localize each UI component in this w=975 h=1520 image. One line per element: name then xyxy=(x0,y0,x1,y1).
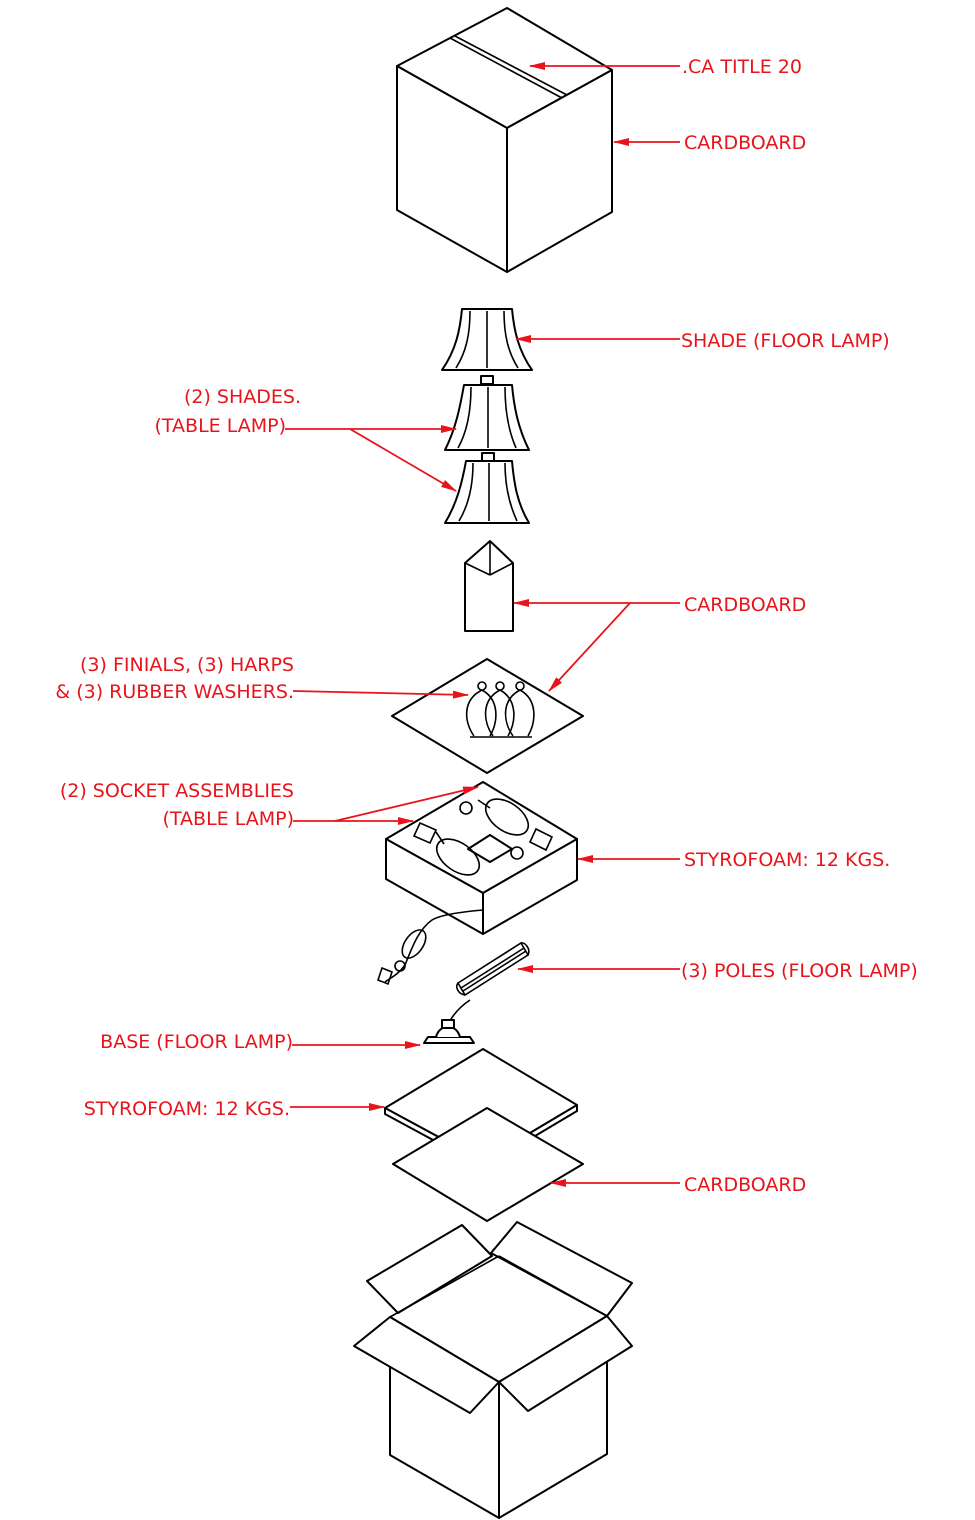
closed-carton-top xyxy=(396,7,613,273)
label-finials-line2: & (3) RUBBER WASHERS. xyxy=(55,681,294,703)
label-styrofoam-bottom: STYROFOAM: 12 KGS. xyxy=(84,1098,290,1120)
floor-lamp-shade xyxy=(441,308,533,385)
label-tape: .CA TITLE 20 xyxy=(682,56,802,78)
label-base: BASE (FLOOR LAMP) xyxy=(100,1031,293,1053)
leader-sockets xyxy=(334,786,479,822)
label-styrofoam-top: STYROFOAM: 12 KGS. xyxy=(684,849,890,871)
table-lamp-shade-1 xyxy=(444,384,530,462)
label-table-shades-line1: (2) SHADES. xyxy=(184,386,301,408)
leader-finials xyxy=(292,690,469,699)
floor-lamp-base xyxy=(423,1019,475,1044)
label-finials-line1: (3) FINIALS, (3) HARPS xyxy=(80,654,294,676)
table-lamp-shade-2 xyxy=(444,460,530,524)
floor-lamp-poles xyxy=(443,941,530,1033)
cord-plug xyxy=(377,909,484,986)
label-top-box: CARDBOARD xyxy=(684,132,806,154)
label-sockets-line2: (TABLE LAMP) xyxy=(163,808,295,830)
label-sockets-line1: (2) SOCKET ASSEMBLIES xyxy=(60,780,294,802)
cardboard-sheet-bottom xyxy=(392,1107,584,1222)
finials-harps-sheet xyxy=(391,658,584,774)
label-floor-shade: SHADE (FLOOR LAMP) xyxy=(681,330,890,352)
label-poles: (3) POLES (FLOOR LAMP) xyxy=(681,960,918,982)
labels: .CA TITLE 20 CARDBOARD SHADE (FLOOR LAMP… xyxy=(55,56,917,1196)
harp-icon xyxy=(465,681,535,738)
open-carton xyxy=(353,1221,633,1519)
leader-lines xyxy=(285,62,680,1187)
label-table-shades-line2: (TABLE LAMP) xyxy=(155,415,287,437)
corner-cardboard-piece xyxy=(464,540,514,632)
label-corner-cardboard: CARDBOARD xyxy=(684,594,806,616)
label-bottom-cardboard: CARDBOARD xyxy=(684,1174,806,1196)
socket-assembly-icon xyxy=(412,798,554,876)
styrofoam-block xyxy=(385,781,578,935)
